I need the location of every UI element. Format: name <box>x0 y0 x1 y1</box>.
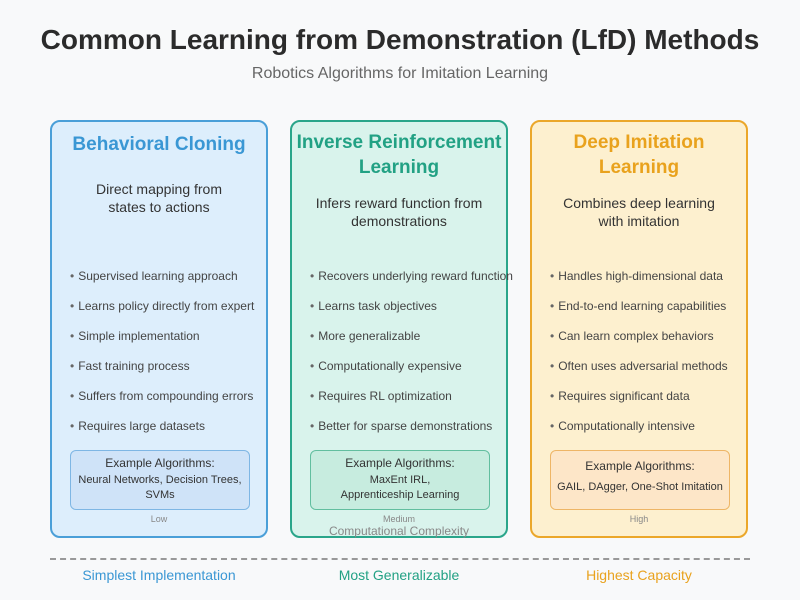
feature-item: •Computationally intensive <box>550 419 695 433</box>
description-line: Combines deep learning <box>563 195 715 211</box>
computational-complexity-label: Computational Complexity <box>328 524 470 538</box>
card-description: Direct mapping from states to actions <box>66 180 252 216</box>
bottom-label-generalizable: Most Generalizable <box>338 567 460 583</box>
algorithms-line: Apprenticeship Learning <box>340 489 460 501</box>
example-algorithms-box: Example Algorithms: MaxEnt IRL, Apprenti… <box>310 450 490 510</box>
example-algorithms-box: Example Algorithms: Neural Networks, Dec… <box>70 450 250 510</box>
card-deep-imitation-learning: Deep Imitation Learning Combines deep le… <box>530 120 748 538</box>
feature-item: •Learns task objectives <box>310 299 437 313</box>
card-description: Infers reward function from demonstratio… <box>306 194 492 230</box>
feature-item: •End-to-end learning capabilities <box>550 299 727 313</box>
page-title: Common Learning from Demonstration (LfD)… <box>40 24 760 55</box>
card-description: Combines deep learning with imitation <box>546 194 732 230</box>
algorithms-line: Neural Networks, Decision Trees, <box>78 474 242 486</box>
description-line: demonstrations <box>351 213 447 229</box>
feature-list: •Recovers underlying reward function •Le… <box>310 267 513 447</box>
description-line: with imitation <box>598 213 680 229</box>
complexity-level: Medium <box>382 514 415 524</box>
card-inverse-reinforcement-learning: Inverse Reinforcement Learning Infers re… <box>290 120 513 538</box>
feature-item: •More generalizable <box>310 329 421 343</box>
algorithms-heading: Example Algorithms: <box>345 456 455 470</box>
feature-item: •Simple implementation <box>70 329 200 343</box>
feature-item: •Requires large datasets <box>70 419 205 433</box>
bottom-label-simplest: Simplest Implementation <box>82 567 236 583</box>
title-line: Inverse Reinforcement <box>296 132 502 153</box>
description-line: states to actions <box>108 199 210 215</box>
description-line: Infers reward function from <box>315 195 483 211</box>
algorithms-line: GAIL, DAgger, One-Shot Imitation <box>557 481 723 493</box>
feature-item: •Requires significant data <box>550 389 690 403</box>
feature-list: •Supervised learning approach •Learns po… <box>70 267 254 447</box>
card-title: Behavioral Cloning <box>72 134 246 155</box>
feature-item: •Suffers from compounding errors <box>70 389 254 403</box>
algorithms-heading: Example Algorithms: <box>105 456 215 470</box>
algorithms-heading: Example Algorithms: <box>585 459 695 473</box>
title-line: Learning <box>358 157 440 178</box>
card-behavioral-cloning: Behavioral Cloning Direct mapping from s… <box>50 120 268 538</box>
complexity-level: High <box>629 514 649 524</box>
card-title: Inverse Reinforcement Learning <box>292 130 506 180</box>
title-line: Deep Imitation <box>573 132 705 153</box>
feature-item: •Recovers underlying reward function <box>310 269 513 283</box>
complexity-level: Low <box>150 514 168 524</box>
feature-item: •Better for sparse demonstrations <box>310 419 493 433</box>
page-subtitle: Robotics Algorithms for Imitation Learni… <box>251 65 549 82</box>
feature-item: •Supervised learning approach <box>70 269 238 283</box>
bottom-label-capacity: Highest Capacity <box>586 567 692 583</box>
algorithms-line: SVMs <box>145 489 175 501</box>
feature-list: •Handles high-dimensional data •End-to-e… <box>550 267 728 447</box>
feature-item: •Often uses adversarial methods <box>550 359 728 373</box>
feature-item: •Can learn complex behaviors <box>550 329 714 343</box>
feature-item: •Computationally expensive <box>310 359 462 373</box>
feature-item: •Handles high-dimensional data <box>550 269 723 283</box>
feature-item: •Fast training process <box>70 359 190 373</box>
dashed-divider <box>50 558 750 560</box>
card-title: Deep Imitation Learning <box>532 130 746 180</box>
example-algorithms-box: Example Algorithms: GAIL, DAgger, One-Sh… <box>550 450 730 510</box>
algorithms-line: MaxEnt IRL, <box>369 474 431 486</box>
feature-item: •Learns policy directly from expert <box>70 299 255 313</box>
title-line: Learning <box>598 157 680 178</box>
feature-item: •Requires RL optimization <box>310 389 452 403</box>
description-line: Direct mapping from <box>95 181 223 197</box>
